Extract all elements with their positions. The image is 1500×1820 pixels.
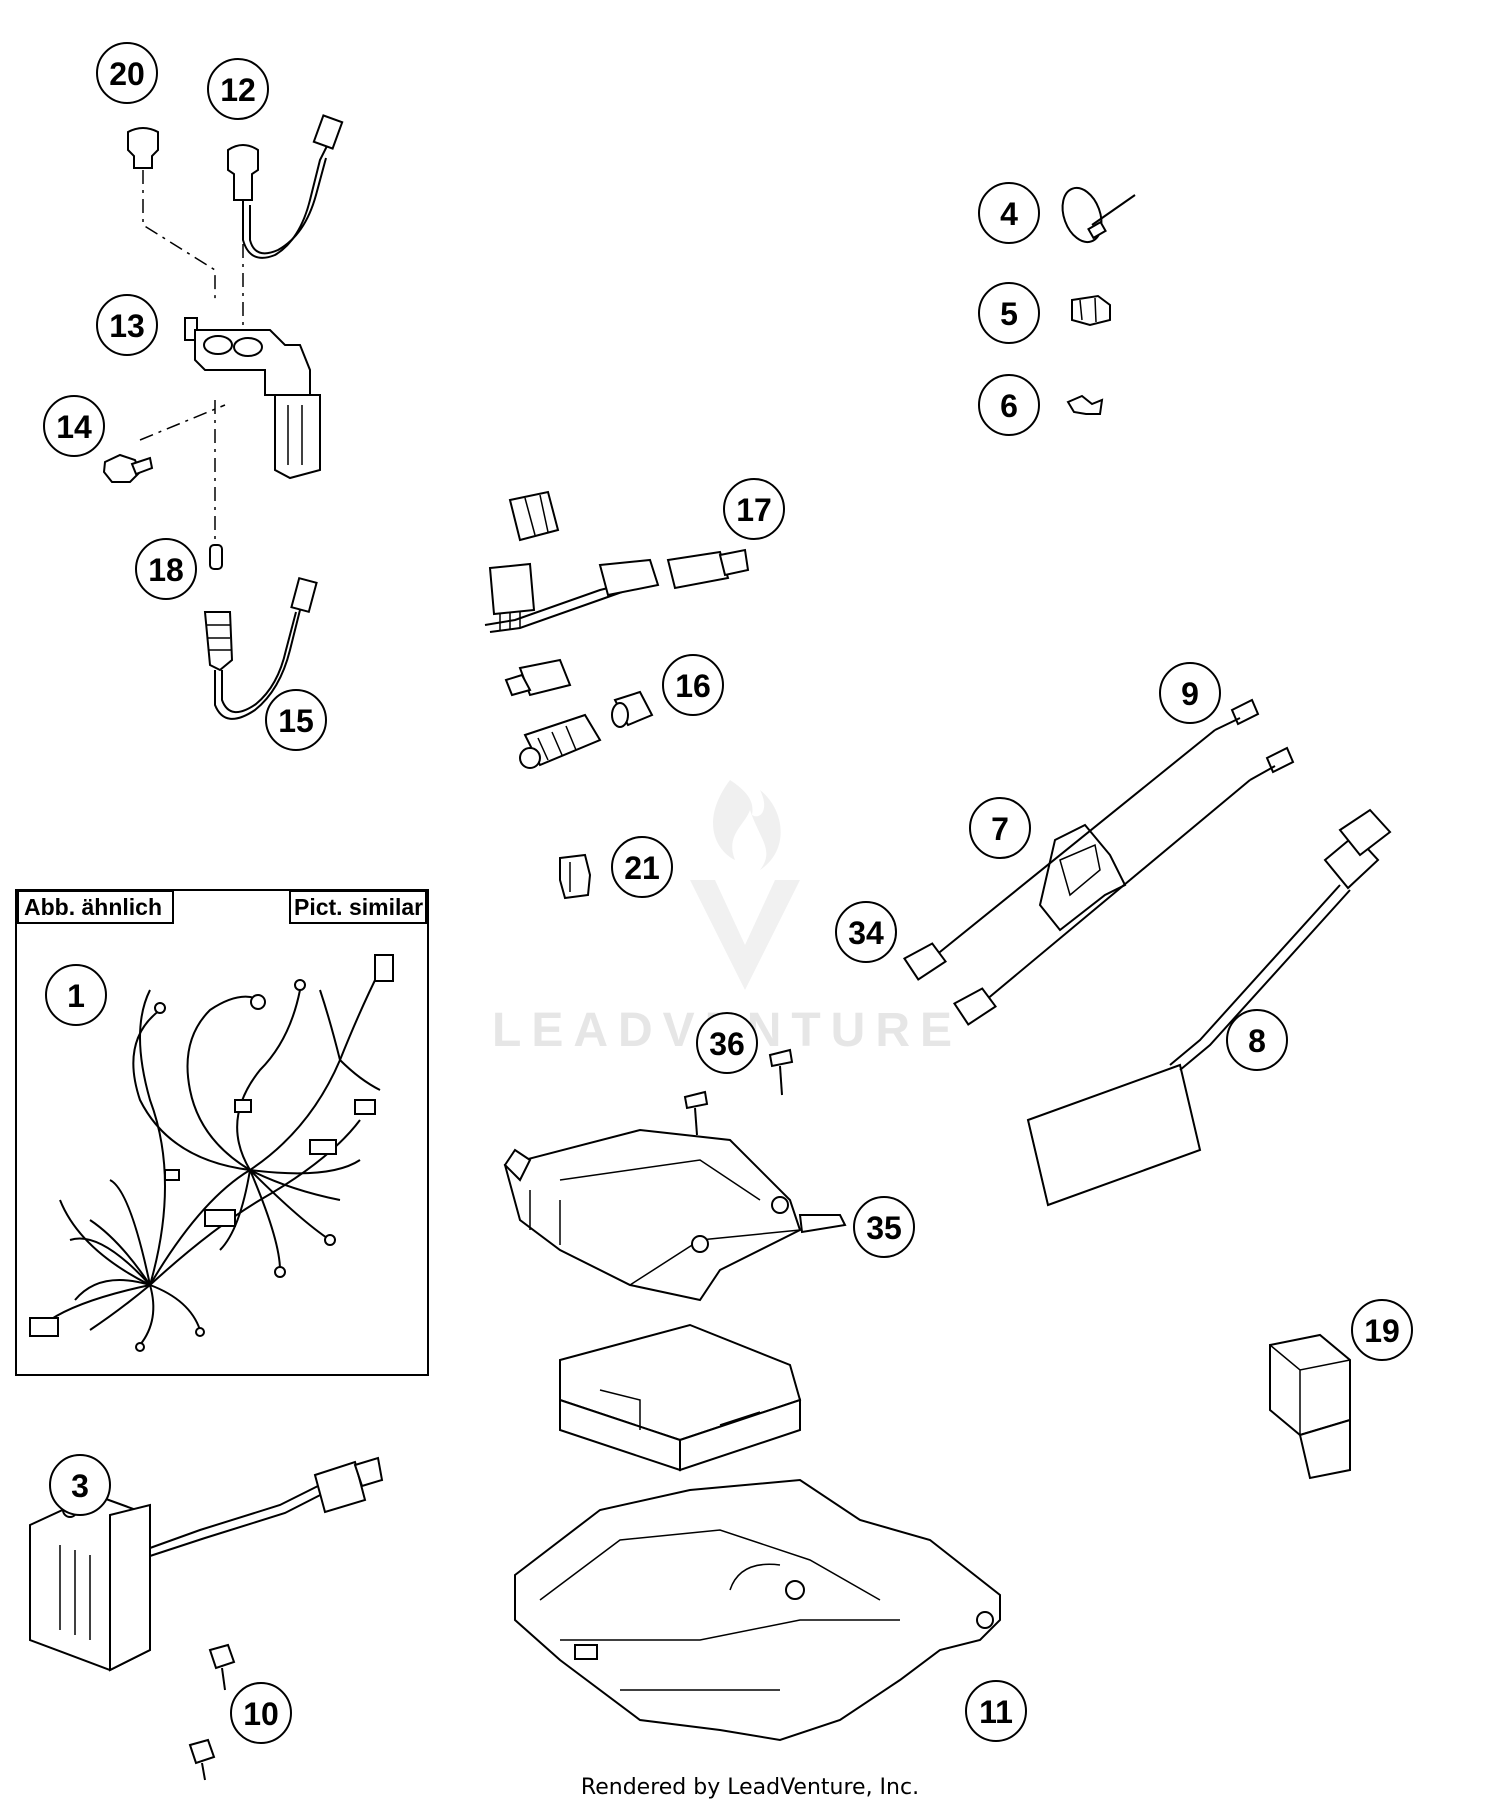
inset-tag-right-box <box>289 890 427 924</box>
callout-5: 5 <box>978 282 1040 344</box>
wiring-harness-drawing <box>49 969 381 1346</box>
svg-text:7: 7 <box>991 811 1009 847</box>
svg-text:18: 18 <box>148 552 184 588</box>
svg-text:13: 13 <box>109 308 145 344</box>
part-6-clip <box>1066 394 1104 415</box>
inset-tag-left-box <box>17 890 174 924</box>
part-13-socket-bracket <box>139 317 321 540</box>
svg-text:5: 5 <box>1000 296 1018 332</box>
part-19-relay <box>1269 1333 1351 1480</box>
callout-21: 21 <box>611 836 673 898</box>
part-15-socket-cable <box>203 576 318 720</box>
svg-text:19: 19 <box>1364 1313 1400 1349</box>
part-14-screw <box>102 453 154 483</box>
callout-19: 19 <box>1351 1299 1413 1361</box>
part-9-screws <box>1214 698 1295 781</box>
svg-text:10: 10 <box>243 1696 279 1732</box>
callout-10: 10 <box>230 1682 292 1744</box>
part-21-connector-housing <box>559 853 592 900</box>
callout-6: 6 <box>978 374 1040 436</box>
svg-text:17: 17 <box>736 492 772 528</box>
svg-text:1: 1 <box>67 978 85 1014</box>
part-16-connector-set <box>504 658 654 769</box>
part-12-bulb-cable <box>227 114 344 330</box>
callout-16: 16 <box>662 654 724 716</box>
inset-tag-left: Abb. ähnlich <box>24 894 162 920</box>
harness-connectors <box>29 954 394 1352</box>
callout-20: 20 <box>96 42 158 104</box>
svg-text:12: 12 <box>220 72 256 108</box>
svg-text:36: 36 <box>709 1026 745 1062</box>
callout-34: 34 <box>835 901 897 963</box>
svg-text:34: 34 <box>848 915 884 951</box>
svg-text:4: 4 <box>1000 196 1018 232</box>
svg-text:9: 9 <box>1181 676 1199 712</box>
callout-8: 8 <box>1226 1009 1288 1071</box>
callout-11: 11 <box>965 1680 1027 1742</box>
footer-credit: Rendered by LeadVenture, Inc. <box>580 1775 920 1800</box>
inset-frame <box>15 889 429 1376</box>
watermark-logo <box>690 780 800 990</box>
part-10-bolts <box>188 1643 236 1781</box>
callout-17: 17 <box>723 478 785 540</box>
callout-15: 15 <box>265 689 327 751</box>
part-8-ecu-sensor-module <box>1026 808 1392 1207</box>
callout-35: 35 <box>853 1196 915 1258</box>
part-4-cable-tie <box>1061 186 1136 244</box>
part-17-adapter-cable <box>484 490 750 633</box>
callout-1: 1 <box>45 964 107 1026</box>
svg-text:20: 20 <box>109 56 145 92</box>
part-11-ecu-holder <box>514 1478 1001 1742</box>
callout-36: 36 <box>696 1012 758 1074</box>
svg-text:11: 11 <box>979 1694 1013 1730</box>
callout-3: 3 <box>49 1454 111 1516</box>
callout-14: 14 <box>43 395 105 457</box>
part-18-bulb <box>209 544 223 570</box>
inset-tag-right: Pict. similar <box>294 894 423 920</box>
callout-4: 4 <box>978 182 1040 244</box>
part-36-screws <box>683 1048 794 1136</box>
part-5-clip <box>1071 294 1111 327</box>
svg-text:16: 16 <box>675 668 711 704</box>
part-7-bracket <box>1038 823 1127 932</box>
svg-text:6: 6 <box>1000 388 1018 424</box>
part-ecu-control-unit <box>559 1323 802 1472</box>
callout-9: 9 <box>1159 662 1221 724</box>
svg-text:14: 14 <box>56 409 92 445</box>
svg-text:35: 35 <box>866 1210 902 1246</box>
svg-text:3: 3 <box>71 1468 89 1504</box>
callout-18: 18 <box>135 538 197 600</box>
part-20-plug <box>127 127 216 300</box>
part-35-ecu-cover <box>503 1128 847 1302</box>
part-34-sensor-sleeves <box>902 729 1251 1026</box>
svg-text:8: 8 <box>1248 1023 1266 1059</box>
callouts: 20 12 13 14 18 15 4 5 6 17 16 9 7 34 8 2… <box>43 42 1413 1744</box>
callout-7: 7 <box>969 797 1031 859</box>
callout-13: 13 <box>96 294 158 356</box>
callout-12: 12 <box>207 58 269 120</box>
svg-text:15: 15 <box>278 703 314 739</box>
harness-inset: Abb. ähnlich Pict. similar <box>15 889 429 1376</box>
svg-text:21: 21 <box>624 850 660 886</box>
